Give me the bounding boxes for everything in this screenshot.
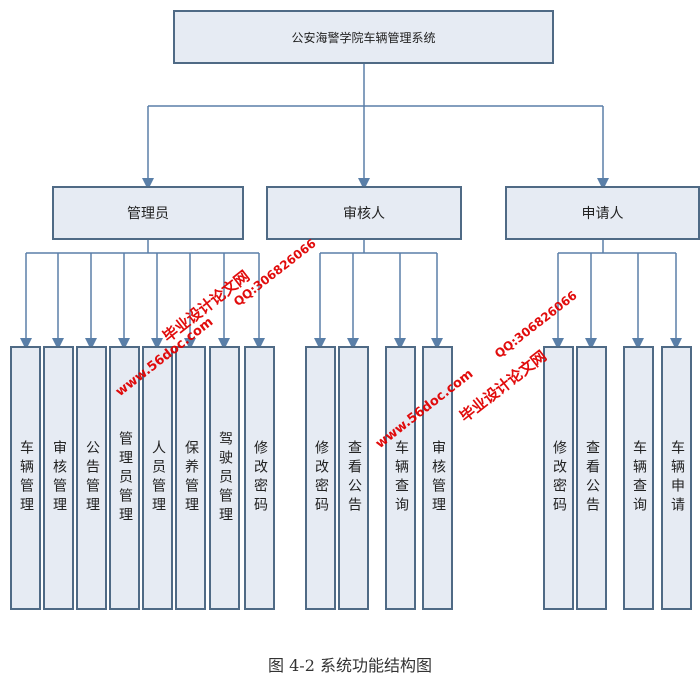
leaf-label: 审核管理 [51, 440, 67, 516]
group-node-admin: 管理员 [52, 186, 244, 240]
leaf-node: 修改密码 [244, 346, 275, 610]
leaf-node: 车辆查询 [623, 346, 654, 610]
leaf-label: 公告管理 [84, 440, 100, 516]
leaf-node: 公告管理 [76, 346, 107, 610]
leaf-label: 车辆查询 [631, 440, 647, 516]
leaf-node: 车辆管理 [10, 346, 41, 610]
leaf-node: 车辆申请 [661, 346, 692, 610]
leaf-node: 车辆查询 [385, 346, 416, 610]
leaf-label: 保养管理 [183, 440, 199, 516]
leaf-node: 审核管理 [422, 346, 453, 610]
root-label: 公安海警学院车辆管理系统 [291, 30, 436, 45]
group-label: 管理员 [127, 206, 169, 222]
leaf-label: 车辆申请 [669, 440, 685, 516]
leaf-label: 管理员管理 [117, 430, 133, 526]
leaf-label: 修改密码 [252, 440, 268, 516]
leaf-node: 审核管理 [43, 346, 74, 610]
leaf-label: 车辆管理 [18, 440, 34, 516]
leaf-label: 查看公告 [584, 440, 600, 516]
figure-caption: 图 4-2 系统功能结构图 [268, 656, 432, 675]
leaf-label: 驾驶员管理 [217, 430, 233, 526]
leaf-node: 人员管理 [142, 346, 173, 610]
leaf-label: 车辆查询 [393, 440, 409, 516]
leaf-label: 修改密码 [313, 440, 329, 516]
leaf-node: 保养管理 [175, 346, 206, 610]
leaf-node: 管理员管理 [109, 346, 140, 610]
leaf-label: 人员管理 [150, 440, 166, 516]
leaf-node: 驾驶员管理 [209, 346, 240, 610]
leaf-node: 修改密码 [543, 346, 574, 610]
group-label: 申请人 [581, 206, 624, 222]
leaf-node: 修改密码 [305, 346, 336, 610]
group-node-reviewer: 审核人 [266, 186, 462, 240]
leaf-node: 查看公告 [338, 346, 369, 610]
group-node-applicant: 申请人 [505, 186, 700, 240]
leaf-label: 审核管理 [430, 440, 446, 516]
group-label: 审核人 [343, 206, 385, 222]
leaf-node: 查看公告 [576, 346, 607, 610]
root-node: 公安海警学院车辆管理系统 [173, 10, 554, 64]
leaf-label: 修改密码 [551, 440, 567, 516]
leaf-label: 查看公告 [346, 440, 362, 516]
